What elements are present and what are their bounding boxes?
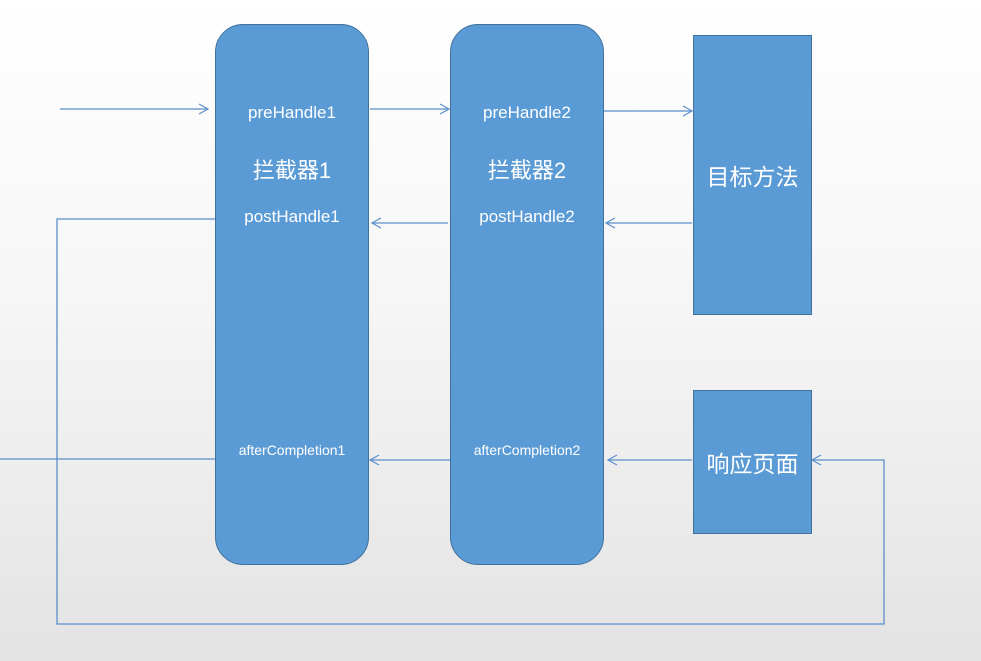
aftercompletion-1-label: afterCompletion1	[238, 442, 346, 458]
prehandle-2-label: preHandle2	[483, 103, 571, 122]
posthandle-1-label: postHandle1	[244, 207, 340, 226]
line-post1-loop-to-bottom	[56, 218, 885, 625]
target-method-label: 目标方法	[706, 164, 799, 190]
target-method-box: 目标方法	[693, 35, 812, 315]
interceptor-2-title: 拦截器2	[487, 158, 567, 183]
interceptor-1-box: preHandle1 拦截器1 postHandle1 afterComplet…	[215, 24, 369, 565]
prehandle-1-label: preHandle1	[248, 103, 336, 122]
posthandle-2-label: postHandle2	[479, 207, 575, 226]
aftercompletion-2-label: afterCompletion2	[473, 442, 581, 458]
interceptor-2-box: preHandle2 拦截器2 postHandle2 afterComplet…	[450, 24, 604, 565]
response-page-box: 响应页面	[693, 390, 812, 534]
interceptor-1-title: 拦截器1	[252, 158, 332, 183]
response-page-label: 响应页面	[706, 451, 799, 477]
